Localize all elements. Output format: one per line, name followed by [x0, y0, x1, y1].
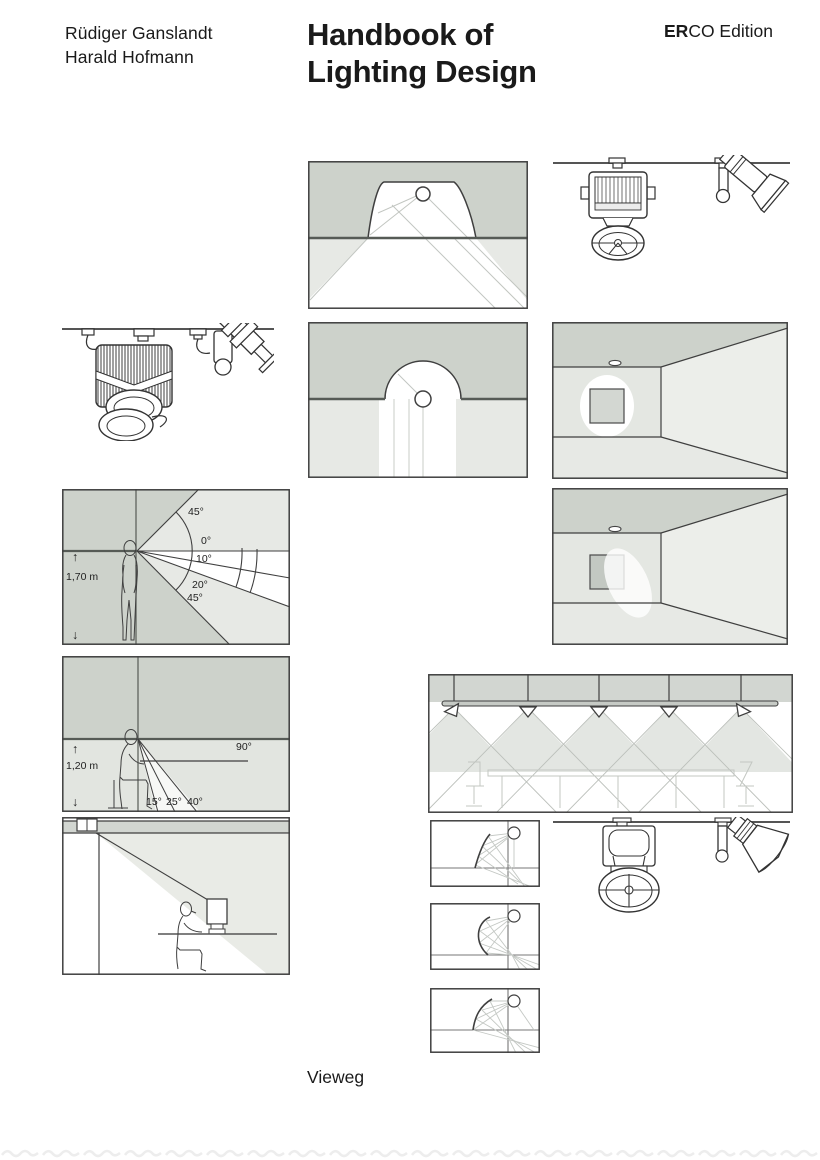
diagram-conference-room-section: [428, 674, 793, 813]
author-1: Rüdiger Ganslandt: [65, 23, 213, 43]
author-names: Rüdiger Ganslandt Harald Hofmann: [65, 21, 213, 69]
diagram-room-accent-offset: [552, 488, 788, 645]
edition-rest: CO Edition: [688, 21, 773, 41]
cylindrical-spot-icon: [189, 323, 274, 376]
picture-frame: [589, 388, 625, 424]
diagram-seated-person-angles: 90° 15° 25° 40° ↑ 1,20 m ↓: [62, 656, 290, 812]
angle-label-up45: 45°: [188, 506, 204, 518]
diagram-workstation-lighting: [62, 817, 290, 975]
lamp-icon: [507, 909, 521, 923]
arrow-up: ↑: [72, 550, 78, 564]
lamp-icon: [507, 826, 521, 840]
lamp-icon: [415, 186, 431, 202]
angle-label-10: 10°: [196, 553, 212, 565]
downlight-icon: [608, 525, 622, 533]
diagram-spotlights-pair-2: [62, 323, 274, 441]
diagram-downlight-section: [308, 322, 528, 478]
monitor-icon: [206, 898, 228, 935]
author-2: Harald Hofmann: [65, 47, 194, 67]
lamp-icon: [507, 994, 521, 1008]
light-track: [441, 700, 779, 707]
light-cones: [428, 708, 793, 772]
diagram-room-accent-centered: [552, 322, 788, 479]
angle-label-20: 20°: [192, 579, 208, 591]
spotlight-tilted-icon: [714, 817, 790, 874]
spotlight-front-icon: [580, 157, 656, 261]
spotlight-front-icon: [598, 817, 660, 913]
angle-label-90: 90°: [236, 741, 252, 753]
book-title: Handbook of Lighting Design: [307, 16, 537, 90]
edition-label: ERCO Edition: [664, 21, 773, 42]
title-line-2: Lighting Design: [307, 54, 537, 89]
diagram-reflector-optics-1: [430, 820, 540, 887]
height-label: 1,70 m: [66, 571, 98, 583]
furniture-outline: [466, 761, 754, 808]
diagram-wallwasher-section-1: [308, 161, 528, 309]
lamp-icon: [414, 390, 432, 408]
light-rays: [478, 915, 540, 970]
seated-figure: [108, 729, 153, 810]
angle-label-down45: 45°: [187, 592, 203, 604]
diagram-reflector-optics-3: [430, 988, 540, 1053]
angle-label-15: 15°: [146, 796, 162, 808]
diagram-spotlights-pair-3: [553, 817, 790, 913]
arrow-down: ↓: [72, 628, 78, 642]
angle-label-0: 0°: [201, 535, 211, 547]
angle-label-40: 40°: [187, 796, 203, 808]
diagram-spotlights-pair-1: [553, 155, 790, 261]
height-label: 1,20 m: [66, 760, 98, 772]
diagram-reflector-optics-2: [430, 903, 540, 970]
downlight-icon: [608, 359, 622, 367]
track-supports: [453, 674, 742, 702]
reflector-curve: [472, 998, 493, 1031]
angle-label-25: 25°: [166, 796, 182, 808]
arrow-up: ↑: [72, 742, 78, 756]
projector-luminaire-icon: [81, 328, 173, 441]
bottom-deckle-pattern: [0, 1146, 820, 1158]
spotlight-tilted-icon: [714, 155, 790, 214]
publisher-name: Vieweg: [307, 1067, 365, 1087]
reflector-curve: [477, 916, 491, 956]
standing-figure: [121, 540, 138, 641]
brand-erco: ER: [664, 21, 689, 41]
title-line-1: Handbook of: [307, 17, 494, 52]
diagram-standing-person-angles: 45° 0° 10° 20° 45° ↑ 1,70 m ↓: [62, 489, 290, 645]
seated-figure: [176, 901, 207, 972]
track-luminaires: [443, 702, 752, 719]
light-cone-edges: [428, 707, 793, 813]
reflector-curve: [474, 833, 491, 869]
arrow-down: ↓: [72, 795, 78, 809]
light-rays: [309, 192, 528, 309]
